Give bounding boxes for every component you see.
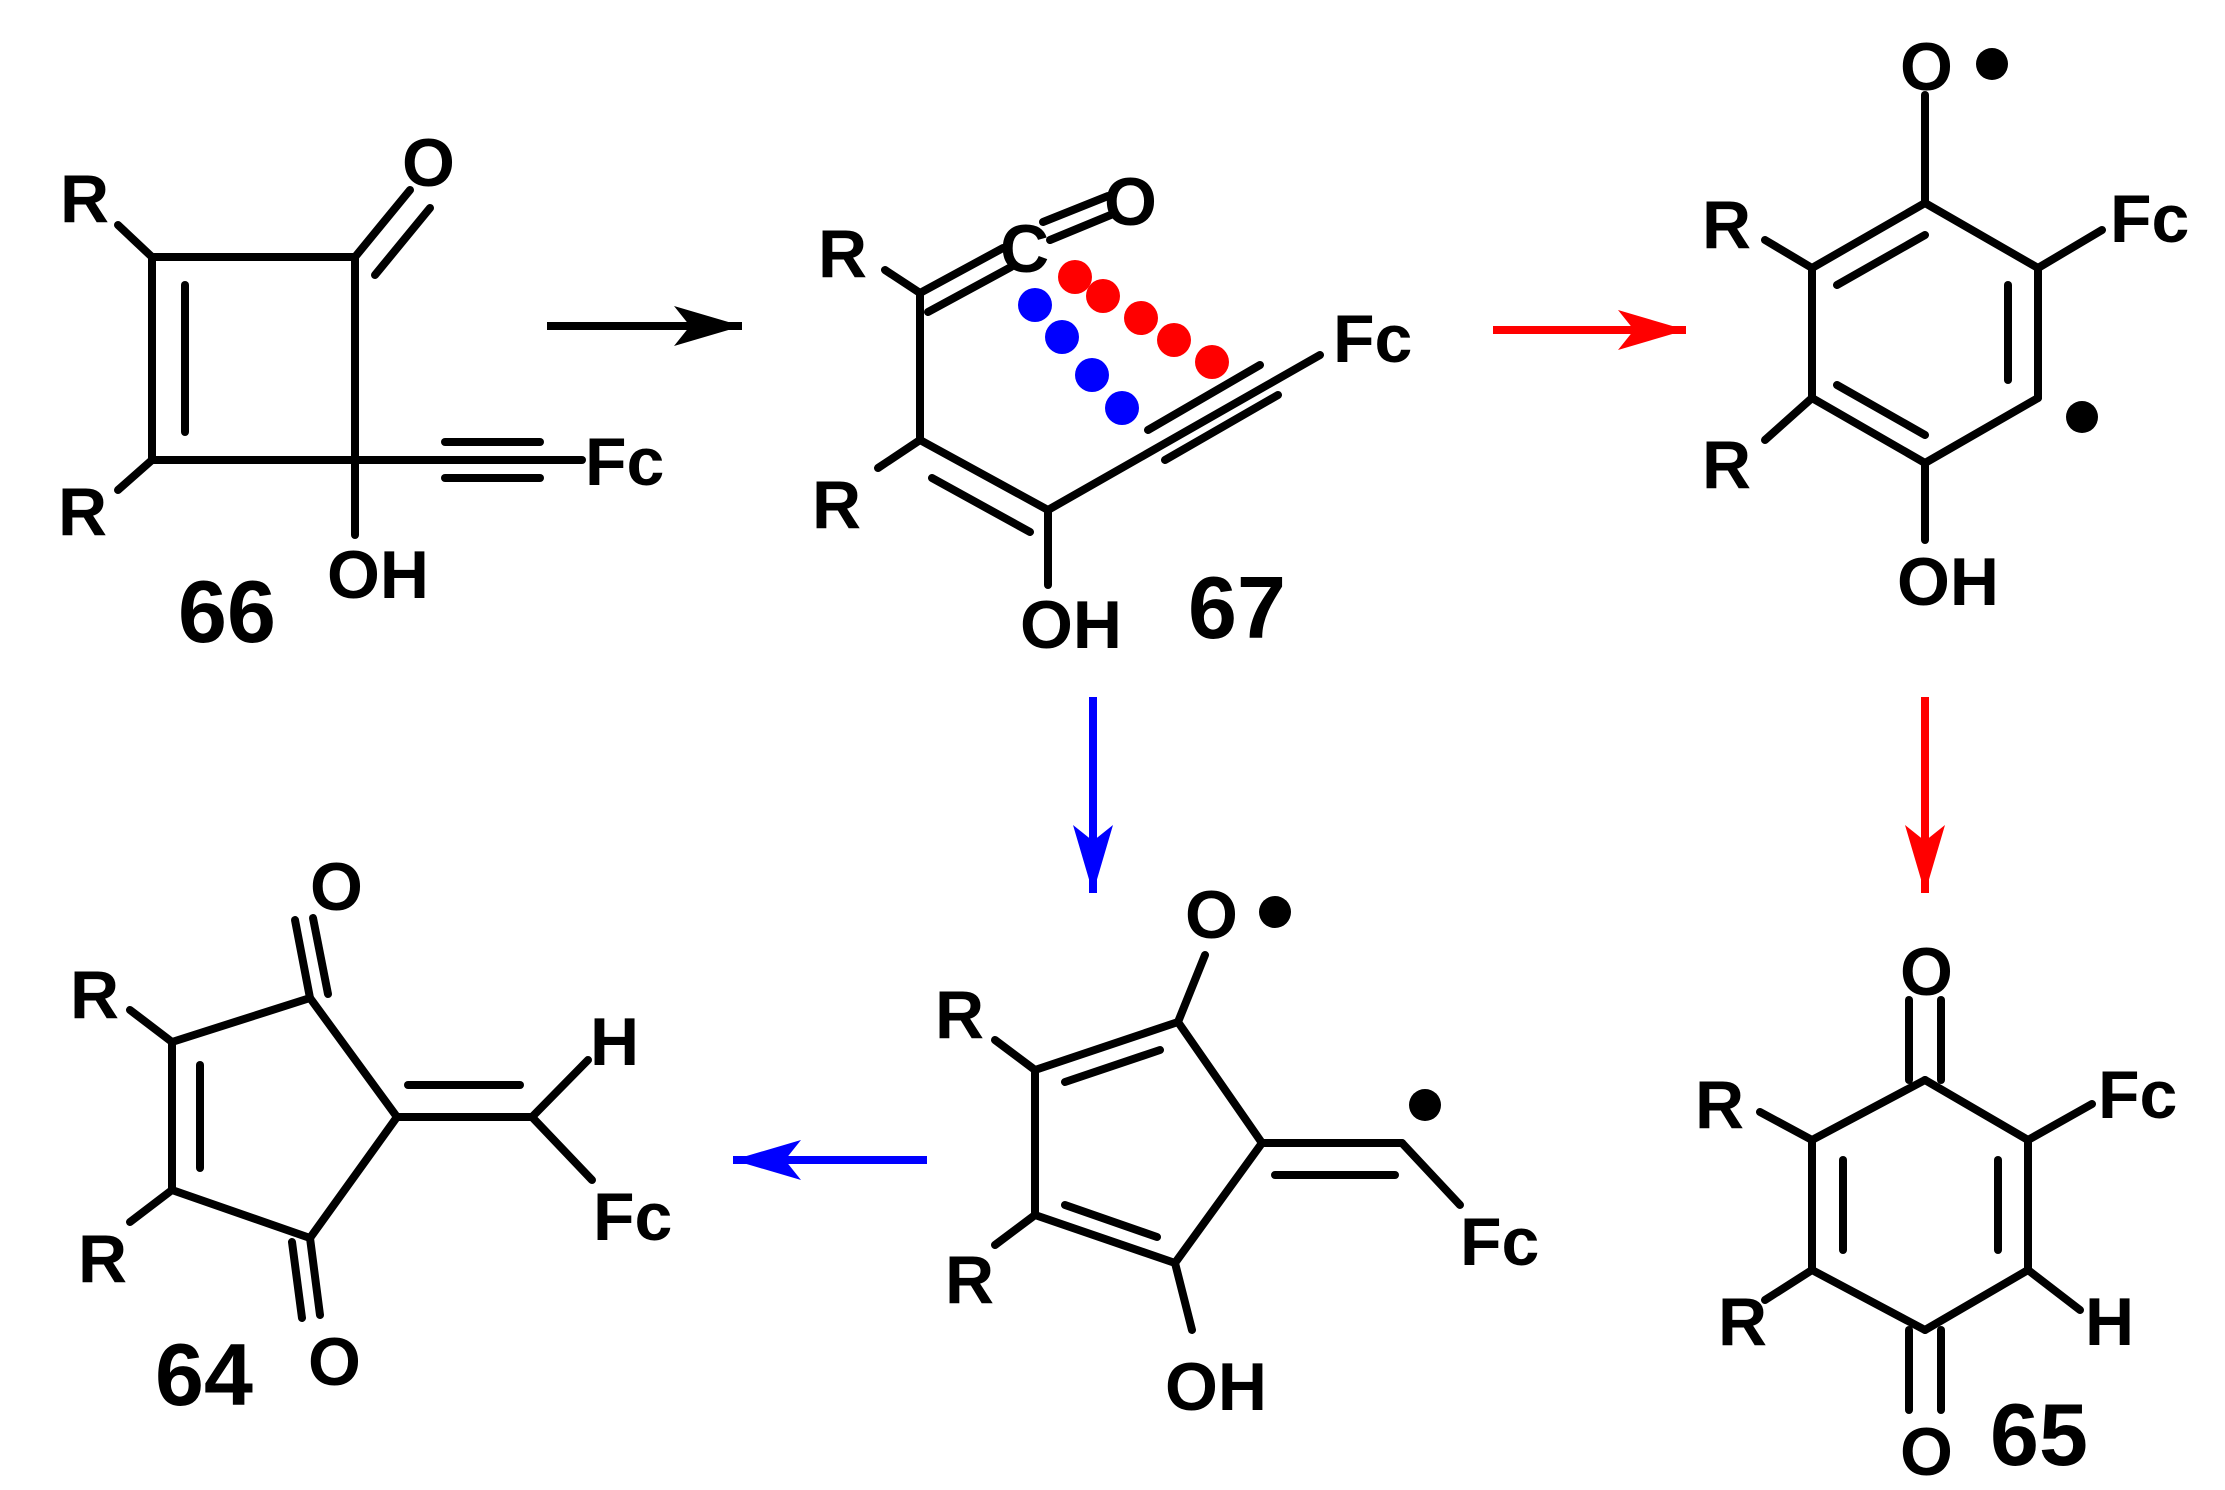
compound-67-number: 67 bbox=[1188, 558, 1286, 657]
cyclopentenyl-r-top: R bbox=[935, 977, 984, 1053]
red-path-dot bbox=[1124, 301, 1158, 335]
compound-65-bonds bbox=[1756, 996, 2096, 1414]
cyclopentenyl-diradical-bonds bbox=[991, 951, 1464, 1334]
compound-65-oxo-bottom: O bbox=[1900, 1414, 1953, 1490]
compound-65: O O R R Fc H 65 bbox=[1695, 934, 2177, 1490]
phenoxy-diradical-bonds bbox=[1761, 91, 2106, 544]
compound-67-hydroxyl: OH bbox=[1020, 587, 1122, 663]
compound-65-r-top: R bbox=[1695, 1067, 1744, 1143]
compound-65-hydrogen: H bbox=[2085, 1284, 2134, 1360]
phenoxy-oxygen-radical: O bbox=[1900, 29, 1953, 105]
phenoxy-hydroxyl: OH bbox=[1897, 544, 1999, 620]
compound-65-r-bottom: R bbox=[1718, 1284, 1767, 1360]
compound-64-r-top: R bbox=[70, 957, 119, 1033]
phenoxy-r-bottom: R bbox=[1702, 427, 1751, 503]
blue-path-dot bbox=[1018, 288, 1052, 322]
compound-67: R R C O OH Fc 67 bbox=[812, 164, 1412, 663]
red-path-dot bbox=[1058, 260, 1092, 294]
compound-66-r-top: R bbox=[60, 161, 109, 237]
compound-65-number: 65 bbox=[1990, 1385, 2088, 1484]
compound-67-r-bottom: R bbox=[812, 467, 861, 543]
compound-66-bonds bbox=[114, 186, 586, 539]
phenoxy-diradical: O R R Fc OH bbox=[1702, 29, 2189, 620]
cyclopentenyl-oxygen-radical: O bbox=[1185, 877, 1238, 953]
compound-66: R R O OH Fc 66 bbox=[58, 125, 664, 661]
red-path-dot bbox=[1157, 323, 1191, 357]
cyclopentenyl-ferrocenyl: Fc bbox=[1460, 1204, 1539, 1280]
blue-path-dot bbox=[1105, 391, 1139, 425]
compound-67-ferrocenyl: Fc bbox=[1333, 301, 1412, 377]
compound-64-number: 64 bbox=[155, 1325, 253, 1424]
compound-66-r-bottom: R bbox=[58, 474, 107, 550]
blue-cyclization-path-dots bbox=[1018, 288, 1139, 425]
blue-path-dot bbox=[1045, 320, 1079, 354]
compound-67-r-top: R bbox=[818, 216, 867, 292]
cyclopentenyl-hydroxyl: OH bbox=[1165, 1349, 1267, 1425]
compound-64-ferrocenyl: Fc bbox=[593, 1179, 672, 1255]
compound-64-bonds bbox=[126, 914, 596, 1322]
red-path-dot bbox=[1086, 279, 1120, 313]
compound-67-bonds bbox=[874, 192, 1324, 589]
compound-65-oxo-top: O bbox=[1900, 934, 1953, 1010]
phenoxy-ferrocenyl: Fc bbox=[2110, 181, 2189, 257]
phenoxy-aryl-radical-dot bbox=[2066, 401, 2098, 433]
cyclopentenyl-r-bottom: R bbox=[945, 1242, 994, 1318]
compound-64-oxo-bottom: O bbox=[308, 1324, 361, 1400]
compound-64-hydrogen: H bbox=[590, 1004, 639, 1080]
phenoxy-oxygen-radical-dot bbox=[1976, 48, 2008, 80]
compound-64: O O R R H Fc 64 bbox=[70, 849, 672, 1424]
cyclopentenyl-oxygen-radical-dot bbox=[1259, 896, 1291, 928]
compound-66-hydroxyl: OH bbox=[327, 537, 429, 613]
compound-64-oxo-top: O bbox=[310, 849, 363, 925]
red-cyclization-path-dots bbox=[1058, 260, 1229, 379]
blue-path-dot bbox=[1075, 358, 1109, 392]
compound-66-ferrocenyl: Fc bbox=[585, 424, 664, 500]
compound-66-number: 66 bbox=[178, 562, 276, 661]
compound-67-ketene-oxygen: O bbox=[1104, 164, 1157, 240]
cyclopentenyl-diradical: O R R Fc OH bbox=[935, 877, 1539, 1425]
compound-64-r-bottom: R bbox=[78, 1221, 127, 1297]
compound-66-oxo: O bbox=[402, 125, 455, 201]
red-path-dot bbox=[1195, 345, 1229, 379]
compound-65-ferrocenyl: Fc bbox=[2098, 1057, 2177, 1133]
compound-67-ketene-carbon: C bbox=[1000, 211, 1049, 287]
phenoxy-r-top: R bbox=[1702, 187, 1751, 263]
cyclopentenyl-vinyl-radical-dot bbox=[1409, 1089, 1441, 1121]
